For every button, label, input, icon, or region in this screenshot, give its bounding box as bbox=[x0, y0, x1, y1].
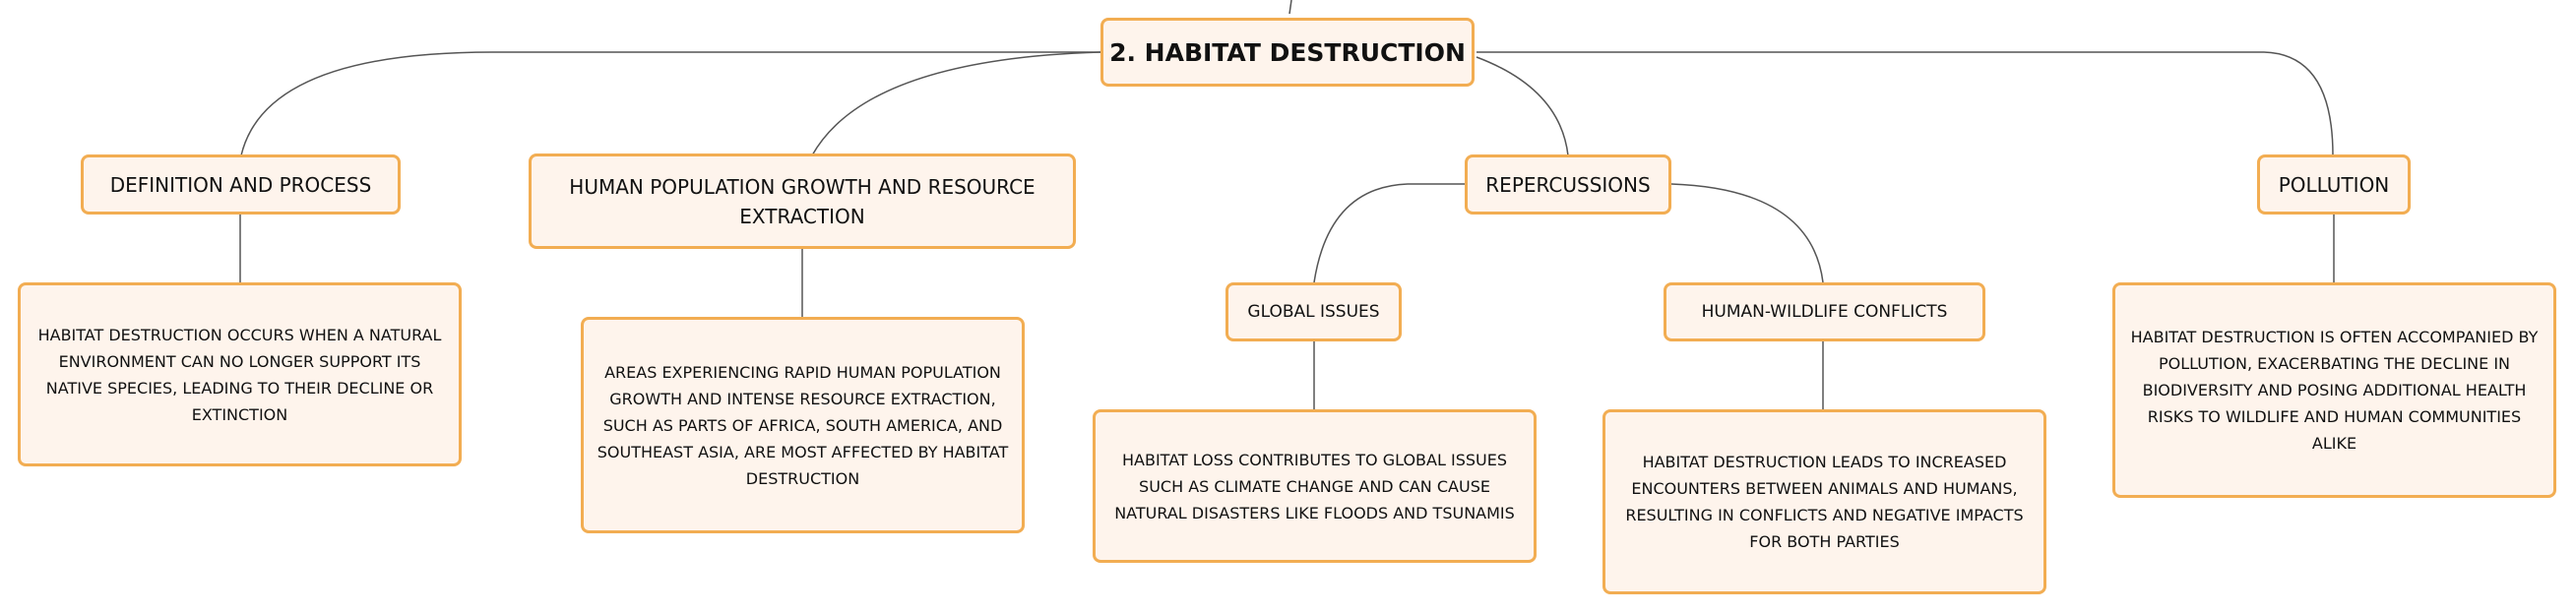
detail-human-wildlife-conflicts[interactable]: HABITAT DESTRUCTION LEADS TO INCREASED E… bbox=[1602, 409, 2046, 594]
branch-label: HUMAN POPULATION GROWTH AND RESOURCE EXT… bbox=[569, 174, 1036, 228]
branch-label: DEFINITION AND PROCESS bbox=[109, 172, 372, 197]
subtopic-label: HUMAN-WILDLIFE CONFLICTS bbox=[1701, 302, 1948, 322]
branch-pollution[interactable]: POLLUTION bbox=[2257, 154, 2411, 215]
subtopic-label: GLOBAL ISSUES bbox=[1247, 302, 1380, 322]
detail-global-issues[interactable]: HABITAT LOSS CONTRIBUTES TO GLOBAL ISSUE… bbox=[1093, 409, 1537, 563]
connector-root-human-growth bbox=[811, 51, 1101, 156]
connector-root-repercussions bbox=[1476, 56, 1569, 156]
subtopic-human-wildlife-conflicts[interactable]: HUMAN-WILDLIFE CONFLICTS bbox=[1664, 282, 1985, 341]
detail-human-population-growth[interactable]: AREAS EXPERIENCING RAPID HUMAN POPULATIO… bbox=[581, 317, 1025, 533]
detail-text: HABITAT DESTRUCTION LEADS TO INCREASED E… bbox=[1625, 453, 2024, 551]
branch-label: REPERCUSSIONS bbox=[1485, 172, 1651, 197]
root-topic[interactable]: 2. HABITAT DESTRUCTION bbox=[1100, 18, 1475, 87]
subtopic-global-issues[interactable]: GLOBAL ISSUES bbox=[1225, 282, 1402, 341]
branch-repercussions[interactable]: REPERCUSSIONS bbox=[1465, 154, 1671, 215]
branch-definition-and-process[interactable]: DEFINITION AND PROCESS bbox=[81, 154, 401, 215]
root-topic-label: 2. HABITAT DESTRUCTION bbox=[1109, 37, 1466, 67]
detail-pollution[interactable]: HABITAT DESTRUCTION IS OFTEN ACCOMPANIED… bbox=[2112, 282, 2556, 498]
connector-root-pollution bbox=[1476, 51, 2334, 156]
detail-definition-and-process[interactable]: HABITAT DESTRUCTION OCCURS WHEN A NATURA… bbox=[18, 282, 462, 466]
detail-text: HABITAT DESTRUCTION IS OFTEN ACCOMPANIED… bbox=[2130, 328, 2539, 453]
detail-text: HABITAT DESTRUCTION OCCURS WHEN A NATURA… bbox=[37, 325, 442, 424]
branch-human-population-growth[interactable]: HUMAN POPULATION GROWTH AND RESOURCE EXT… bbox=[529, 154, 1076, 249]
connector-parent-root bbox=[1288, 0, 1292, 15]
connector-root-definition bbox=[240, 51, 1100, 156]
connector-repercussions-conflicts bbox=[1670, 183, 1824, 283]
detail-text: AREAS EXPERIENCING RAPID HUMAN POPULATIO… bbox=[597, 362, 1009, 488]
connector-repercussions-global bbox=[1313, 183, 1465, 283]
detail-text: HABITAT LOSS CONTRIBUTES TO GLOBAL ISSUE… bbox=[1114, 450, 1515, 522]
branch-label: POLLUTION bbox=[2278, 172, 2390, 197]
